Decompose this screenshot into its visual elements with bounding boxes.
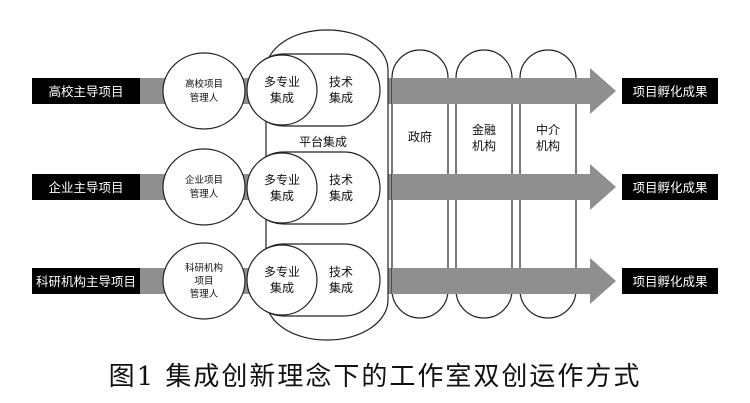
- result-box-3: [622, 268, 718, 294]
- multi-circle-3: [246, 244, 318, 316]
- source-box-3: [32, 268, 140, 294]
- result-label-2: 项目孵化成果: [632, 180, 708, 195]
- pillar-label-intermediary-2: 机构: [536, 138, 560, 153]
- source-label-2: 企业主导项目: [48, 180, 123, 195]
- multi-label-3b: 集成: [270, 280, 294, 295]
- pillar-label-finance-1: 金融: [472, 122, 496, 137]
- manager-label-1b: 管理人: [190, 92, 219, 104]
- source-label-1: 高校主导项目: [48, 84, 123, 99]
- multi-circle-1: [246, 54, 318, 126]
- row-1: 高校主导项目 高校项目 管理人 多专业 集成 技术 集成 项目孵化成果: [32, 52, 718, 130]
- multi-label-1a: 多专业: [264, 74, 300, 89]
- row-2: 企业主导项目 企业项目 管理人 多专业 集成 技术 集成 项目孵化成果: [32, 148, 718, 226]
- flow-arrow-3-overlay: [392, 268, 590, 294]
- multi-circle-2: [246, 152, 318, 224]
- result-label-1: 项目孵化成果: [632, 84, 708, 99]
- manager-circle-3: [162, 242, 246, 320]
- multi-label-1b: 集成: [270, 90, 294, 105]
- manager-label-3a: 科研机构: [185, 262, 223, 274]
- manager-label-2a: 企业项目: [185, 174, 223, 186]
- manager-circle-2: [162, 148, 246, 226]
- platform-label: 平台集成: [299, 134, 347, 149]
- manager-label-2b: 管理人: [190, 188, 219, 200]
- manager-circle-1: [162, 52, 246, 130]
- flow-arrow-2-overlay: [392, 174, 590, 200]
- source-box-1: [32, 78, 140, 104]
- manager-label-1a: 高校项目: [185, 78, 223, 90]
- multi-label-3a: 多专业: [264, 264, 300, 279]
- tech-label-3b: 集成: [329, 280, 353, 295]
- result-box-1: [622, 78, 718, 104]
- result-box-2: [622, 174, 718, 200]
- manager-label-3b: 项目: [194, 276, 213, 287]
- tech-label-2a: 技术: [329, 173, 353, 187]
- flow-arrows-overlay: [392, 78, 590, 294]
- source-label-3: 科研机构主导项目: [36, 274, 136, 289]
- tech-label-2b: 集成: [329, 188, 353, 203]
- pillar-label-government: 政府: [408, 129, 432, 144]
- tech-label-1b: 集成: [329, 90, 353, 105]
- figure-caption: 图1 集成创新理念下的工作室双创运作方式: [108, 362, 642, 392]
- result-label-3: 项目孵化成果: [632, 274, 708, 289]
- pillar-label-intermediary-1: 中介: [536, 122, 560, 137]
- tech-label-1a: 技术: [329, 75, 353, 89]
- row-3: 科研机构主导项目 科研机构 项目 管理人 多专业 集成 技术 集成 项目孵化成果: [32, 242, 718, 320]
- manager-label-3c: 管理人: [190, 288, 219, 300]
- source-box-2: [32, 174, 140, 200]
- tech-label-3a: 技术: [329, 265, 353, 279]
- multi-label-2b: 集成: [270, 188, 294, 203]
- flow-arrow-1-overlay: [392, 78, 590, 104]
- pillar-label-finance-2: 机构: [472, 138, 496, 153]
- multi-label-2a: 多专业: [264, 172, 300, 187]
